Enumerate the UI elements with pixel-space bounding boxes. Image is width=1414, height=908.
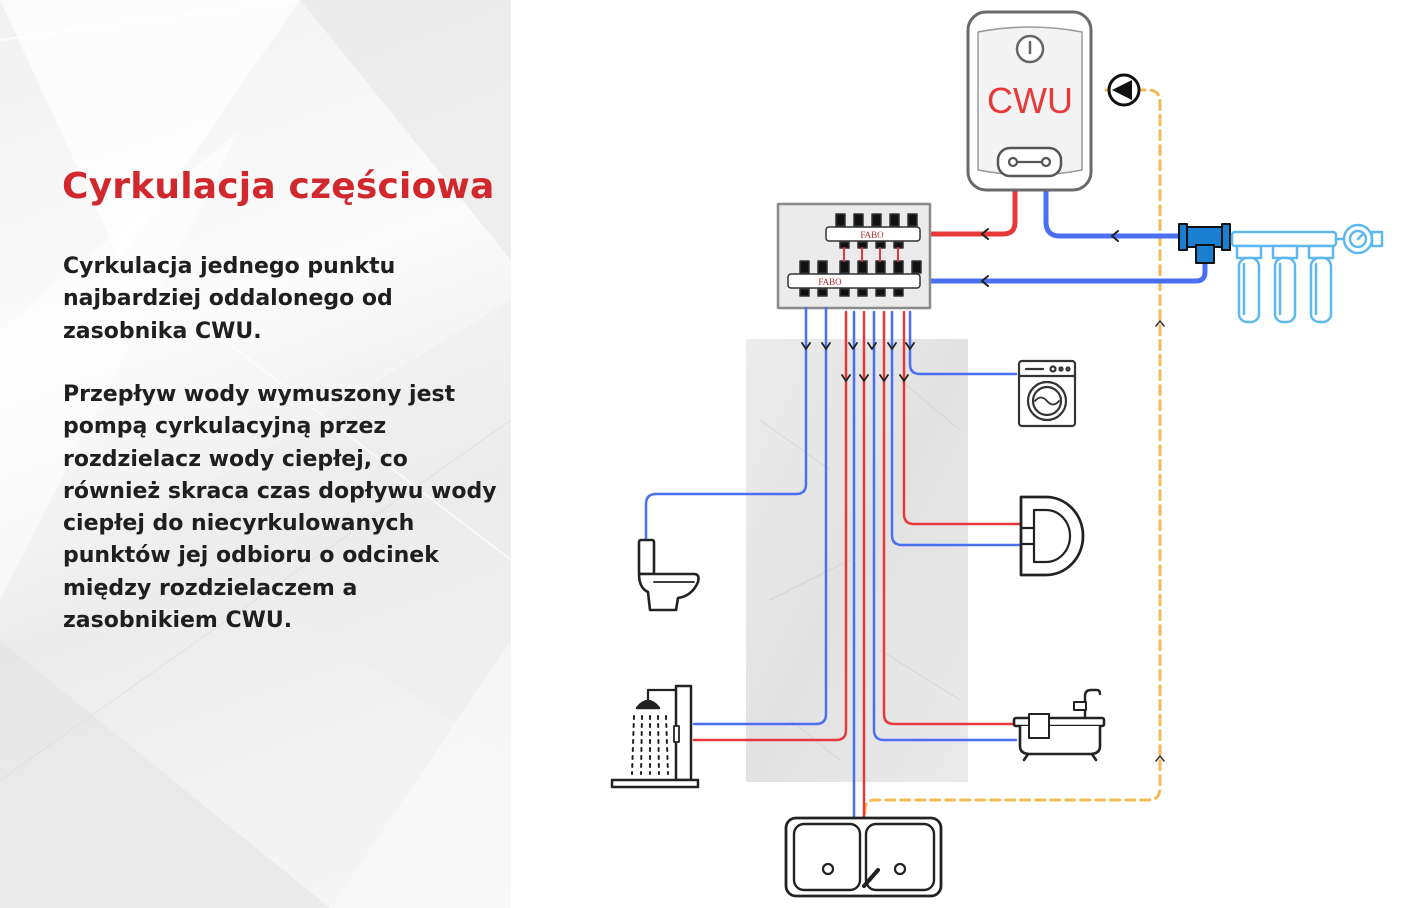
washing-machine: [1017, 359, 1077, 428]
washbasin: [1019, 495, 1085, 577]
installation-shaft: [746, 339, 968, 782]
water-distribution-manifold: FABO FABO: [776, 202, 932, 310]
pump-icon: [1112, 80, 1132, 100]
kitchen-sink: [784, 816, 943, 898]
cold-to-manifold-pipe: [919, 259, 1208, 284]
plumbing-diagram: CWU: [610, 10, 1384, 898]
shower: [610, 684, 700, 789]
manifold-brand-bottom: FABO: [818, 277, 842, 287]
left-panel: Cyrkulacja częściowa Cyrkulacja jednego …: [0, 0, 511, 908]
hot-supply-pipe: [919, 187, 1018, 237]
cold-to-tank-pipe: [1043, 187, 1185, 239]
circulation-line: [863, 88, 1162, 820]
background-facets: [0, 0, 511, 908]
toilet: [637, 538, 700, 612]
bathtub: [1012, 688, 1106, 762]
description-paragraph-1: Cyrkulacja jednego punktu najbardziej od…: [63, 254, 396, 344]
water-filter-set: [1230, 230, 1338, 324]
circulation-pump: [1107, 73, 1141, 107]
hot-water-tank: CWU: [966, 10, 1093, 192]
tank-label: CWU: [987, 80, 1073, 121]
distribution-pipes: [644, 306, 1024, 820]
circulation-direction-arrows: [1155, 320, 1165, 762]
flow-direction-arrows: [801, 342, 915, 382]
page-title: Cyrkulacja częściowa: [62, 166, 495, 207]
water-meter: [1334, 223, 1384, 255]
tee-fitting: [1178, 223, 1231, 264]
description-paragraph-2: Przepływ wody wymuszony jest pompą cyrku…: [63, 382, 497, 634]
manifold-brand-top: FABO: [860, 230, 884, 240]
